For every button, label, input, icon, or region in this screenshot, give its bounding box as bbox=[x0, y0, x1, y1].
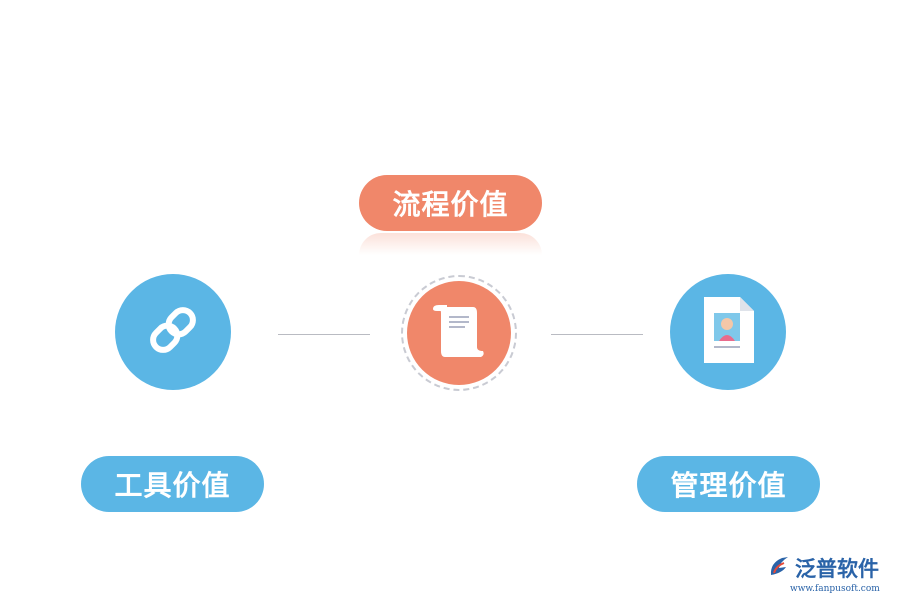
process-value-label: 流程价值 bbox=[359, 175, 542, 231]
process-value-node-ring bbox=[401, 275, 517, 391]
chain-link-icon bbox=[141, 298, 205, 366]
fanpu-logo-icon bbox=[768, 555, 792, 581]
scroll-document-icon bbox=[427, 301, 491, 365]
profile-document-icon bbox=[698, 295, 758, 369]
brand-name: 泛普软件 bbox=[795, 557, 879, 581]
connector-left bbox=[278, 334, 370, 335]
connector-right bbox=[551, 334, 643, 335]
process-value-node bbox=[407, 281, 511, 385]
brand-watermark: 泛普软件 www.fanpusoft.com bbox=[768, 553, 894, 594]
management-value-node bbox=[670, 274, 786, 390]
process-value-label-reflection bbox=[359, 233, 542, 255]
tool-value-label: 工具价值 bbox=[81, 456, 264, 512]
management-value-label: 管理价值 bbox=[637, 456, 820, 512]
brand-url: www.fanpusoft.com bbox=[790, 584, 880, 594]
tool-value-node bbox=[115, 274, 231, 390]
